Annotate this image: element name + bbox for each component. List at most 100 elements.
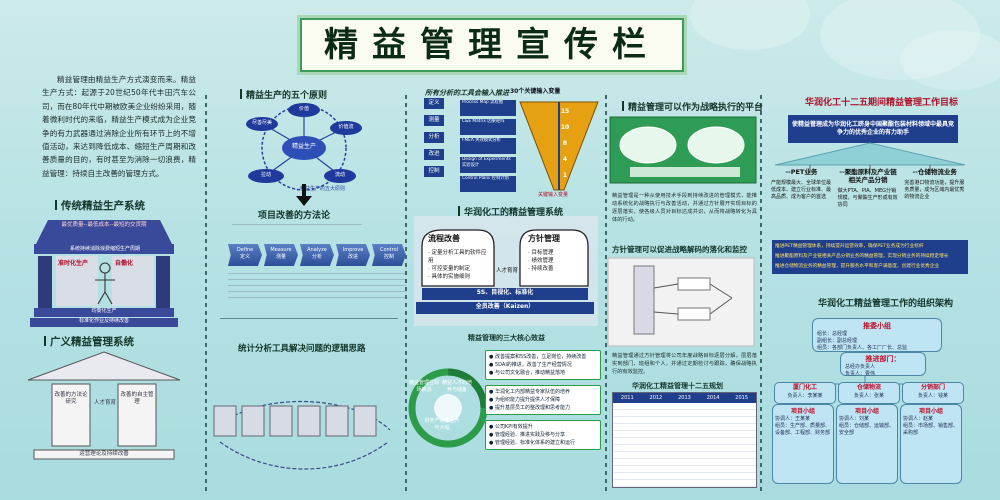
analysis-tool: Control Plans 控制计划	[460, 176, 516, 192]
system-band-1: 5S、目视化、标准化	[476, 289, 534, 296]
funnel-value: 8	[562, 140, 568, 147]
goals-branch-diagram	[774, 142, 966, 173]
improvement-heading: 项目改善的方法论	[258, 211, 331, 221]
org-team-line: 协调人：刘某	[839, 416, 870, 422]
principles-heading: 精益生产的五个原则	[240, 88, 327, 101]
analysis-heading: 所有分析的工具会输入推进	[425, 89, 509, 97]
analysis-tool: C&E Matrix 因果矩阵	[460, 119, 516, 135]
traditional-roof-label: 最优质量--最低成本--最短的交货期	[61, 222, 147, 228]
system-house-diagram	[414, 216, 598, 326]
org-units: 厦门化工负责人：李某某仓储物流负责人：张某分销部门负责人：钱某	[770, 382, 970, 404]
goals-bottom-line: 推进仓储物流业务的精益管理，提升服务水平和客户满意度，创建行业优秀企业	[775, 264, 940, 269]
plan-col-header: 2011	[620, 395, 634, 401]
system-band-2: 全员改善（Kaizen）	[475, 303, 535, 310]
org-unit-box: 厦门化工负责人：李某某	[774, 382, 836, 404]
goals-branch: --仓储物流业务完善港口物流功能，提升服务质量，成为区域内最优秀的物流企业	[901, 168, 968, 238]
plan-col-header: 2013	[678, 395, 691, 401]
plan-col-header: 2012	[649, 395, 663, 401]
core-benefit-item: ● 5DAI的推进，改善了生产经营情况	[489, 362, 572, 368]
funnel-value: 15	[560, 108, 570, 115]
org-top-line: 组长：总经理	[817, 331, 848, 337]
plan-table: 2011 2012 2013 2014 2015	[612, 392, 757, 488]
plan-heading: 华润化工精益管理十二五规划	[632, 382, 723, 390]
org-mid-title: 推进部门：	[865, 355, 901, 363]
org-top-line: 副组长：副总经理	[817, 338, 858, 344]
plan-table-body	[613, 403, 756, 487]
core-benefit-item: ● 管理经验、标准化体系的建立和运行	[489, 440, 575, 446]
org-top-lines: 组长：总经理副组长：副总经理组员：各部门负责人、各工厂厂长、总监	[817, 331, 937, 352]
goals-branch-text: 产能规模最大、全球单位最低成本、建立行业标准、最高品质、成为客户的首选	[771, 180, 832, 200]
dmaic-step: Analyze 分析	[300, 244, 334, 266]
goals-branches: --PET业务产能规模最大、全球单位最低成本、建立行业标准、最高品质、成为客户的…	[768, 168, 968, 238]
analysis-stage: 控制	[424, 166, 444, 177]
analysis-stage: 改进	[424, 149, 444, 160]
analysis-stage: 定义	[424, 98, 444, 109]
goals-heading: 华润化工十二五期间精益管理工作目标	[805, 98, 959, 108]
core-benefit-groups: ● 改善提案和5S改善，立足岗位，持续改善 ● 5DAI的推进，改善了生产经营情况…	[485, 350, 601, 455]
goals-bottom-box: 推进PET精益管理体系，持续提升运营效率，确保PET业务成为行业标杆推进聚酯原料…	[772, 240, 968, 274]
column-divider	[205, 95, 207, 495]
goals-branch: --聚酯原料及产业链相关产品分销做大PTA、PIA、MEG分销规模，与聚酯生产形…	[835, 168, 902, 238]
system-heading: 华润化工的精益管理系统	[458, 205, 563, 218]
org-top-line: 组员：各部门负责人、各工厂厂长、总监	[817, 345, 908, 351]
dmaic-step: Measure 测量	[264, 244, 298, 266]
org-mid-line: 总经办负责人	[845, 364, 876, 370]
goals-bottom-line: 推进聚酯原料及产业链相关产品分销业务的精益管理，实现分销业务的持续稳定增长	[775, 254, 949, 259]
policy-diagram	[607, 257, 755, 347]
principle-node: 价值	[298, 106, 309, 112]
plan-col-header: 2014	[706, 395, 720, 401]
analysis-stage: 测量	[424, 115, 444, 126]
system-left-title: 流程改善	[428, 234, 460, 243]
core-benefit-group: ● 改善提案和5S改善，立足岗位，持续改善 ● 5DAI的推进，改善了生产经营情况…	[485, 350, 601, 380]
core-benefit-item: ● 为组织能力提升提供人才保障	[489, 397, 560, 403]
org-mid-lines: 总经办负责人负责人：曹伟	[845, 364, 921, 378]
funnel-value: 4	[562, 156, 568, 163]
plan-table-header: 2011 2012 2013 2014 2015	[613, 393, 756, 403]
principles-caption: 精益生产的五大原则	[300, 186, 346, 192]
org-unit-leader: 负责人：张某	[853, 393, 884, 399]
strategy-diagram	[609, 116, 757, 184]
core-benefit-item: ● 华润化工内部精益专家队伍的培养	[489, 389, 570, 395]
org-mid-line: 负责人：曹伟	[845, 371, 876, 377]
org-unit-title: 厦门化工	[792, 384, 817, 391]
goals-banner: 使精益管理成为华润化工跻身中国聚酯包装材料领域中最具竞争力的优秀企业的有力助手	[788, 115, 958, 143]
org-team-box: 项目小组协调人：刘某组员：仓储部、运输部、安全部	[836, 404, 898, 484]
org-team-line: 组员：市场部、销售部、采购部	[903, 423, 959, 436]
org-team-line: 组员：仓储部、运输部、安全部	[839, 423, 895, 436]
system-right-item: · 绩效管理	[528, 258, 554, 264]
strategy-text: 精益管理是一种从使用技术手段到持续改进的管理模式，能推动系统化的战略执行与改善活…	[612, 193, 757, 223]
org-top-title: 推委小组	[863, 322, 891, 330]
org-unit-leader: 负责人：李某某	[787, 393, 823, 399]
org-team-title: 项目小组	[790, 408, 815, 415]
dmaic-step: Control 控制	[372, 244, 406, 266]
dmaic-step: Define 定义	[228, 244, 262, 266]
org-team-title: 项目小组	[854, 408, 879, 415]
traditional-house-diagram	[30, 220, 178, 327]
org-mid-box: 推进部门： 总经办负责人负责人：曹伟	[840, 352, 926, 378]
principle-node: 流动	[334, 172, 345, 178]
principle-node: 拉动	[260, 172, 271, 178]
principle-node: 价值流	[338, 124, 354, 130]
org-teams: 项目小组协调人：王某某组员：生产部、质量部、设备部、工程部、财务部项目小组协调人…	[770, 404, 970, 486]
column-divider	[605, 95, 607, 495]
org-team-box: 项目小组协调人：赵某组员：市场部、销售部、采购部	[900, 404, 962, 484]
cloud-decoration	[820, 0, 980, 80]
org-team-line: 协调人：王某某	[775, 416, 811, 422]
stats-divider	[220, 318, 398, 349]
org-unit-title: 仓储物流	[856, 384, 881, 391]
core-benefit-item: ● 改善提案和5S改善，立足岗位，持续改善	[489, 354, 587, 360]
broad-house-diagram	[27, 351, 181, 460]
goals-branch-text: 做大PTA、PIA、MEG分销规模，与聚酯生产形成有效协同	[837, 188, 898, 208]
goals-branch-title: --PET业务	[785, 168, 818, 176]
core-left-label: 精益管理在现场推进	[408, 380, 439, 393]
system-center: 人才育育	[495, 268, 518, 274]
five-principles-diagram	[246, 103, 362, 191]
column-divider	[405, 95, 407, 495]
cloud-decoration	[690, 0, 810, 50]
plan-col-header: 2015	[735, 395, 749, 401]
column-divider	[760, 95, 762, 495]
core-benefit-item: ● 管理经验、推进实践及移与分享	[489, 432, 565, 438]
strategy-heading: 精益管理可以作为战略执行的平台	[622, 100, 763, 113]
